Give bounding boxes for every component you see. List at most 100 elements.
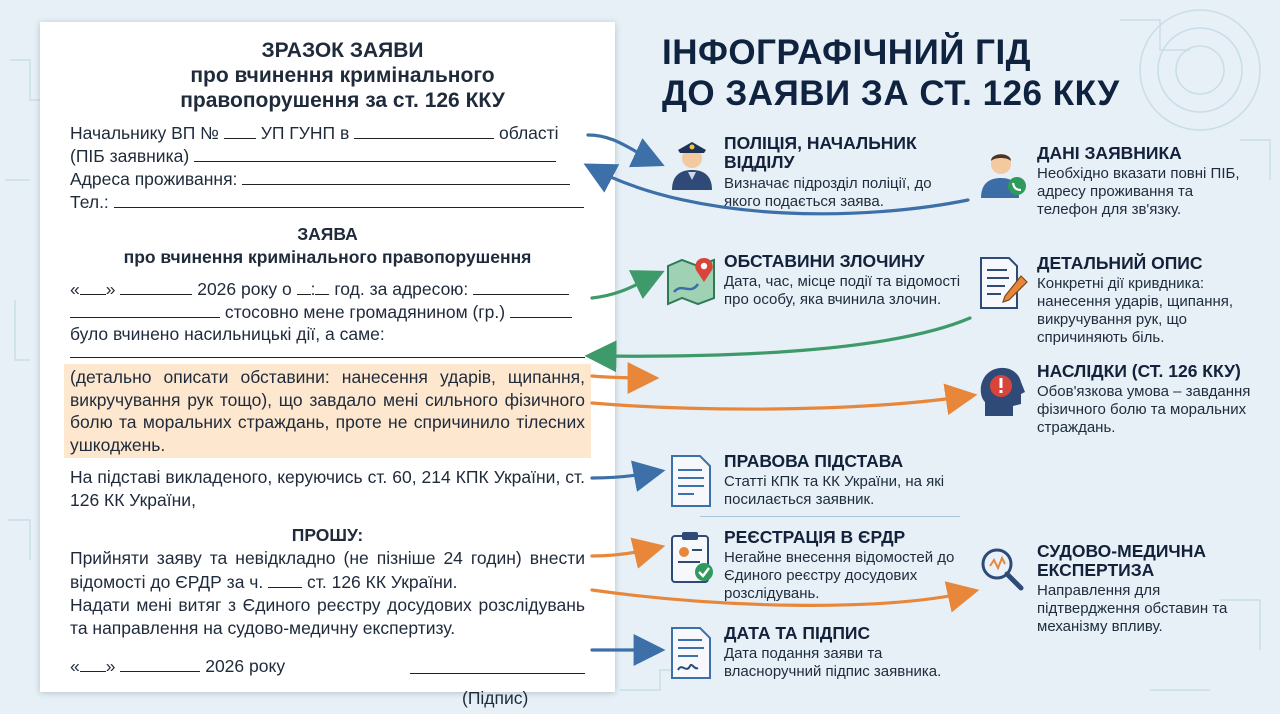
date-signature-description: Дата подання заяви та власноручний підпи… [724, 645, 942, 680]
application-subheading: про вчинення кримінального правопорушенн… [123, 247, 532, 267]
phone-label: Тел.: [70, 192, 109, 212]
blank-address-continuation [70, 300, 220, 318]
applicant-phone-icon [981, 154, 1026, 198]
clipboard-check-icon [671, 532, 713, 583]
body-committed-line: було вчинено насильницькі дії, а саме: [70, 324, 385, 344]
registration-description: Негайне внесення відомостей до Єдиного р… [724, 549, 955, 602]
police-description: Визначає підрозділ поліції, до якого под… [724, 175, 932, 210]
arrow-recipient-to-police [586, 133, 665, 168]
forensic-title-line-2: ЕКСПЕРТИЗА [1037, 560, 1155, 580]
info-item-detailed-description: ДЕТАЛЬНИЙ ОПИС Конкретні дії кривдника: … [975, 254, 1260, 347]
blank-phone [113, 190, 584, 208]
blank-day [79, 277, 106, 295]
request-heading: ПРОШУ: [291, 525, 364, 545]
info-item-registration: РЕЄСТРАЦІЯ В ЄРДР Негайне внесення відом… [664, 528, 964, 603]
arrow-request-to-registration [590, 537, 666, 569]
document-title: ЗРАЗОК ЗАЯВИ про вчинення кримінального … [70, 38, 585, 113]
footer-date-close-quote: » [105, 656, 116, 676]
blank-department-number [223, 121, 256, 139]
document-title-line-2: про вчинення кримінального [190, 64, 495, 87]
magnifier-icon [981, 548, 1024, 591]
applicant-data-title: ДАНІ ЗАЯВНИКА [1037, 143, 1182, 163]
date-open-quote: « [70, 279, 80, 299]
document-lines-icon [671, 455, 711, 507]
section-divider [700, 516, 960, 517]
info-item-circumstances: ОБСТАВИНИ ЗЛОЧИНУ Дата, час, місце події… [664, 252, 964, 309]
application-heading: ЗАЯВА [297, 224, 358, 244]
police-title: ПОЛІЦІЯ, НАЧАЛЬНИК [724, 133, 917, 153]
footer-date-year: 2026 року [205, 656, 286, 676]
arrow-applicant-data-to-header [583, 163, 970, 216]
info-item-consequences: НАСЛІДКИ (СТ. 126 ККУ) Обов'язкова умова… [975, 362, 1260, 437]
legal-basis-title: ПРАВОВА ПІДСТАВА [724, 451, 904, 471]
applicant-data-description: Необхідно вказати повні ПІБ, адресу прож… [1037, 165, 1240, 218]
info-item-police: ПОЛІЦІЯ, НАЧАЛЬНИК ВІДДІЛУ Визначає підр… [664, 134, 964, 211]
blank-details-line [70, 346, 585, 358]
detailed-description-title: ДЕТАЛЬНИЙ ОПИС [1037, 253, 1203, 273]
header-phone-line: Тел.: [70, 190, 585, 213]
document-title-line-1: ЗРАЗОК ЗАЯВИ [261, 39, 424, 62]
body-date-line: « » 2026 року о : год. за адресою: [70, 277, 585, 300]
blank-hour [296, 277, 311, 295]
blank-month [120, 277, 193, 295]
recipient-suffix: області [499, 123, 559, 143]
blank-minute [315, 277, 330, 295]
arrow-request-to-expertise [590, 581, 980, 613]
map-pin-icon [667, 258, 715, 306]
infographic-title-line-2: ДО ЗАЯВИ ЗА СТ. 126 ККУ [662, 74, 1120, 113]
date-signature-title: ДАТА ТА ПІДПИС [724, 623, 871, 643]
infographic-title-line-1: ІНФОГРАФІЧНИЙ ГІД [662, 33, 1032, 72]
header-address-line: Адреса проживання: [70, 167, 585, 190]
blank-region [354, 121, 495, 139]
police-officer-icon [672, 142, 712, 190]
document-sign-icon [671, 627, 711, 679]
document-pen-icon [980, 257, 1028, 309]
info-item-legal-basis: ПРАВОВА ПІДСТАВА Статті КПК та КК Україн… [664, 452, 964, 509]
recipient-middle: УП ГУНП в [260, 123, 350, 143]
highlighted-circumstances-text: (детально описати обставини: нанесення у… [64, 364, 591, 458]
header-applicant-line: (ПІБ заявника) [70, 144, 585, 167]
document-title-line-3: правопорушення за ст. 126 ККУ [180, 89, 505, 112]
date-close-quote: » [105, 279, 116, 299]
forensic-title: СУДОВО-МЕДИЧНА [1037, 541, 1206, 561]
at-address-text: год. за адресою: [334, 279, 469, 299]
sample-application-document: ЗРАЗОК ЗАЯВИ про вчинення кримінального … [40, 22, 615, 708]
blank-signature [410, 656, 585, 674]
arrow-highlight-to-consequences-2 [590, 383, 978, 416]
info-item-applicant-data: ДАНІ ЗАЯВНИКА Необхідно вказати повні ПІ… [975, 144, 1255, 219]
address-label: Адреса проживання: [70, 169, 238, 189]
blank-incident-address [473, 277, 570, 295]
consequences-title: НАСЛІДКИ (СТ. 126 ККУ) [1037, 361, 1241, 381]
request-paragraph-2: Надати мені витяг з Єдиного реєстру досу… [70, 595, 585, 638]
circumstances-description: Дата, час, місце події та відомості про … [724, 273, 961, 308]
time-separator: : [310, 279, 316, 299]
request-p1-text-b: ст. 126 КК України. [307, 572, 458, 592]
info-item-date-signature: ДАТА ТА ПІДПИС Дата подання заяви та вла… [664, 624, 964, 681]
blank-footer-day [79, 654, 106, 672]
body-regarding-line: стосовно мене громадянином (гр.) [70, 300, 585, 323]
arrow-legal-basis [590, 460, 666, 492]
detailed-description-text: Конкретні дії кривдника: нанесення ударі… [1037, 275, 1234, 346]
recipient-prefix: Начальнику ВП № [70, 123, 219, 143]
blank-offender [509, 300, 572, 318]
head-exclamation-icon [980, 367, 1025, 416]
police-title-line-2: ВІДДІЛУ [724, 152, 795, 172]
legal-basis-description: Статті КПК та КК України, на які посилає… [724, 473, 945, 508]
blank-address [242, 167, 571, 185]
year-text: 2026 року о [197, 279, 292, 299]
forensic-description: Направлення для підтвердження обставин т… [1037, 582, 1228, 635]
registration-title: РЕЄСТРАЦІЯ В ЄРДР [724, 527, 906, 547]
footer-date-line: « » 2026 року [70, 654, 585, 677]
request-paragraph-1: Прийняти заяву та невідкладно (не пізніш… [70, 547, 585, 594]
header-recipient-line: Начальнику ВП № УП ГУНП в області [70, 121, 585, 144]
blank-footer-month [120, 654, 201, 672]
blank-article-part [268, 570, 303, 588]
arrow-description-to-highlight [584, 316, 972, 373]
footer-date-open-quote: « [70, 656, 80, 676]
consequences-description: Обов'язкова умова – завдання фізичного б… [1037, 383, 1251, 436]
arrow-highlight-to-consequences-1 [590, 361, 660, 394]
legal-basis-text: На підставі викладеного, керуючись ст. 6… [70, 467, 585, 510]
regarding-text: стосовно мене громадянином (гр.) [224, 302, 506, 322]
info-item-forensic-examination: СУДОВО-МЕДИЧНА ЕКСПЕРТИЗА Направлення дл… [975, 542, 1260, 636]
